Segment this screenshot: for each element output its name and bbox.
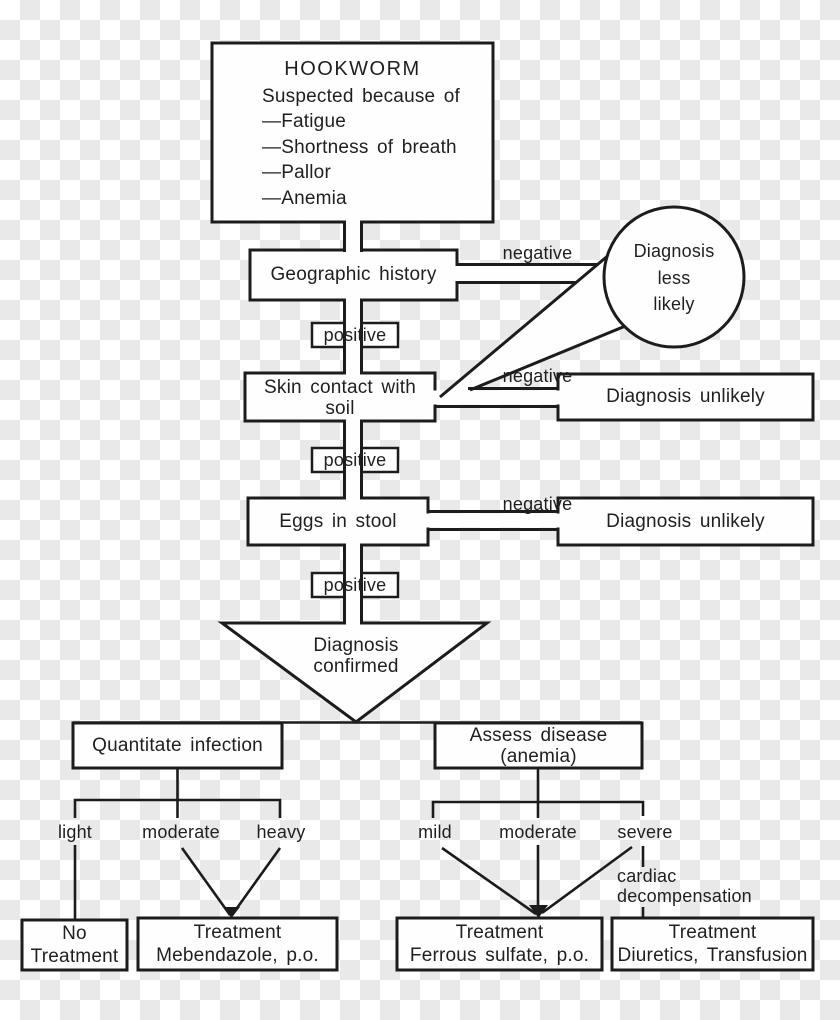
assess-disease-box [433, 721, 644, 770]
channel-eggs-negative-fill [425, 513, 560, 528]
diagnosis-less-likely-label: Diagnosis less likely [633, 241, 715, 315]
assess-disease-label: Assess disease (anemia) [469, 725, 608, 767]
diagnosis-confirmed-label: Diagnosis confirmed [313, 635, 399, 677]
mebendazole-label: Treatment Mebendazole, p.o. [156, 922, 319, 966]
no-treatment-box [20, 918, 129, 972]
spine-fill-3 [346, 418, 360, 500]
positive-label-1: positive [323, 324, 387, 345]
channel-skin-negative [436, 387, 559, 408]
channel-skin-circle [439, 252, 641, 399]
diagnosis-unlikely-box-1 [556, 372, 815, 422]
spine-fill-4 [346, 542, 360, 626]
anemia-branch-lines [431, 768, 645, 919]
geographic-history-label: Geographic history [270, 264, 437, 286]
eggs-in-stool-label: Eggs in stool [279, 510, 397, 532]
negative-label-3: negative [502, 493, 573, 514]
infection-branch-lines [73, 768, 282, 919]
channel-eggs-negative [429, 510, 559, 531]
spine-fill-2 [346, 297, 360, 376]
ferrous-sulfate-label: Treatment Ferrous sulfate, p.o. [409, 922, 590, 966]
positive-label-2: positive [323, 449, 387, 470]
hookworm-title: HOOKWORM [284, 57, 421, 80]
channel-geographic-negative-fill [454, 266, 612, 281]
no-treatment-label: No Treatment [30, 923, 119, 967]
spine-channel-walls [343, 220, 363, 623]
diuretics-box [610, 916, 815, 972]
skin-contact-box [243, 371, 437, 423]
light-label: light [57, 821, 93, 842]
severe-label: severe [617, 821, 673, 842]
negative-label-1: negative [502, 242, 573, 263]
negative-label-2: negative [502, 365, 573, 386]
skin-contact-label: Skin contact with soil [264, 377, 416, 419]
ferrous-sulfate-box [395, 916, 604, 972]
arrowhead-mebendazole [223, 907, 240, 918]
diagnosis-unlikely-label-2: Diagnosis unlikely [606, 510, 765, 532]
channel-skin-negative-fill [468, 390, 560, 405]
mild-label: mild [418, 821, 452, 842]
heavy-label: heavy [256, 821, 306, 842]
spine-fill-1 [346, 219, 360, 253]
moderate-infection-label: moderate [142, 821, 220, 842]
hookworm-symptom-list: Suspected because of —Fatigue —Shortness… [262, 86, 461, 209]
channel-skin-circle-fill [440, 254, 640, 397]
hookworm-box [210, 41, 495, 224]
diuretics-label: Treatment Diuretics, Transfusion [617, 922, 808, 966]
quantitate-infection-label: Quantitate infection [92, 734, 263, 756]
moderate-anemia-label: moderate [499, 821, 577, 842]
mebendazole-box [136, 916, 339, 972]
cardiac-decompensation-label: cardiac decompensation [617, 866, 752, 906]
eggs-in-stool-box [246, 496, 430, 547]
positive-label-3: positive [323, 574, 387, 595]
diagnosis-unlikely-label-1: Diagnosis unlikely [606, 386, 765, 408]
diagnosis-less-likely-circle [602, 205, 746, 349]
arrowhead-ferrous [529, 905, 548, 918]
